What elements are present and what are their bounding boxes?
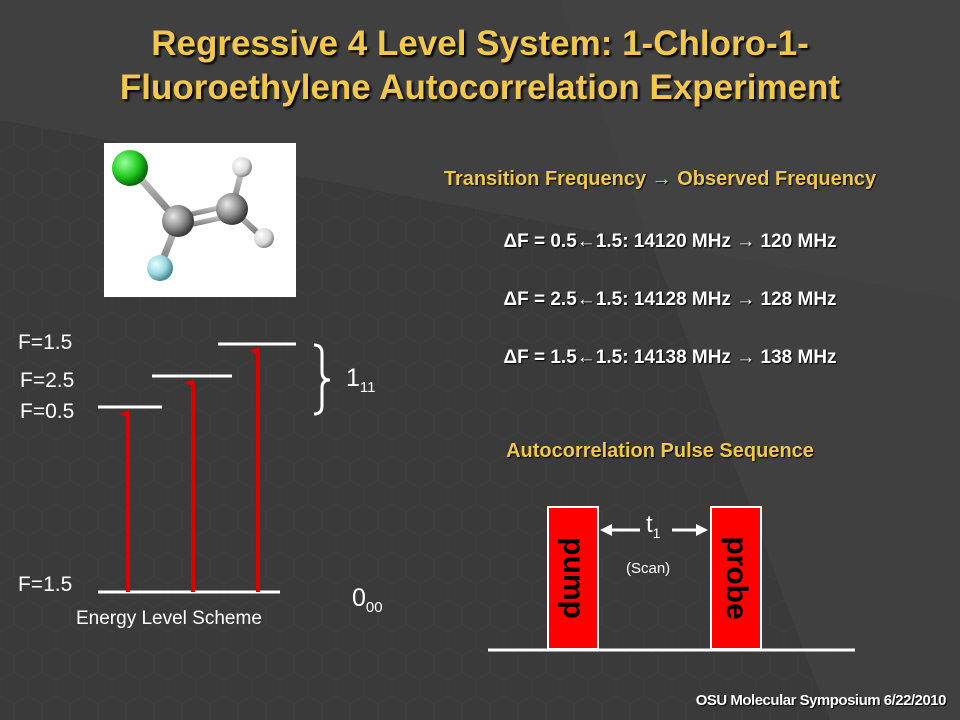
molecule-icon (112, 150, 274, 281)
frequency-row: ΔF = 2.5←1.5: 14128 MHz → 128 MHz (503, 289, 837, 310)
pulse-sequence-header: Autocorrelation Pulse Sequence (506, 440, 814, 462)
level-label-middle: F=2.5 (20, 369, 75, 392)
delay-sub: 1 (652, 524, 661, 541)
pump-pulse: pump (547, 506, 599, 650)
title-line-1: Regressive 4 Level System: 1-Chloro-1- (151, 24, 809, 63)
delay-arrow-left-icon (600, 524, 612, 536)
upper-state-main: 1 (346, 364, 360, 392)
level-label-ground: F=1.5 (18, 573, 73, 596)
pump-label: pump (557, 537, 590, 619)
ground-state-main: 0 (352, 584, 366, 612)
delay-label: t1 (646, 511, 660, 541)
brace-icon (313, 343, 331, 416)
frequency-row: ΔF = 0.5←1.5: 14120 MHz → 120 MHz (503, 231, 837, 252)
probe-label: probe (720, 536, 753, 620)
scan-label: (Scan) (626, 560, 671, 577)
energy-scheme-caption: Energy Level Scheme (76, 608, 262, 629)
delay-arrow-right-icon (696, 524, 708, 536)
upper-state-sub: 11 (359, 379, 376, 396)
ground-state-sub: 00 (365, 599, 383, 616)
upper-state-label: 111 (346, 364, 375, 396)
frequency-header: Transition Frequency → Observed Frequenc… (443, 168, 877, 190)
probe-pulse: probe (710, 506, 762, 650)
level-label-top: F=1.5 (18, 331, 73, 354)
ground-state-label: 000 (352, 584, 383, 616)
molecule-model-image (104, 143, 296, 297)
frequency-row: ΔF = 1.5←1.5: 14138 MHz → 138 MHz (503, 347, 837, 368)
footer-credit: OSU Molecular Symposium 6/22/2010 (695, 692, 947, 709)
title-line-2: Fluoroethylene Autocorrelation Experimen… (119, 68, 841, 107)
delay-main: t (646, 511, 653, 538)
level-label-low: F=0.5 (20, 400, 75, 423)
slide-title: Regressive 4 Level System: 1-Chloro-1- F… (40, 22, 920, 110)
